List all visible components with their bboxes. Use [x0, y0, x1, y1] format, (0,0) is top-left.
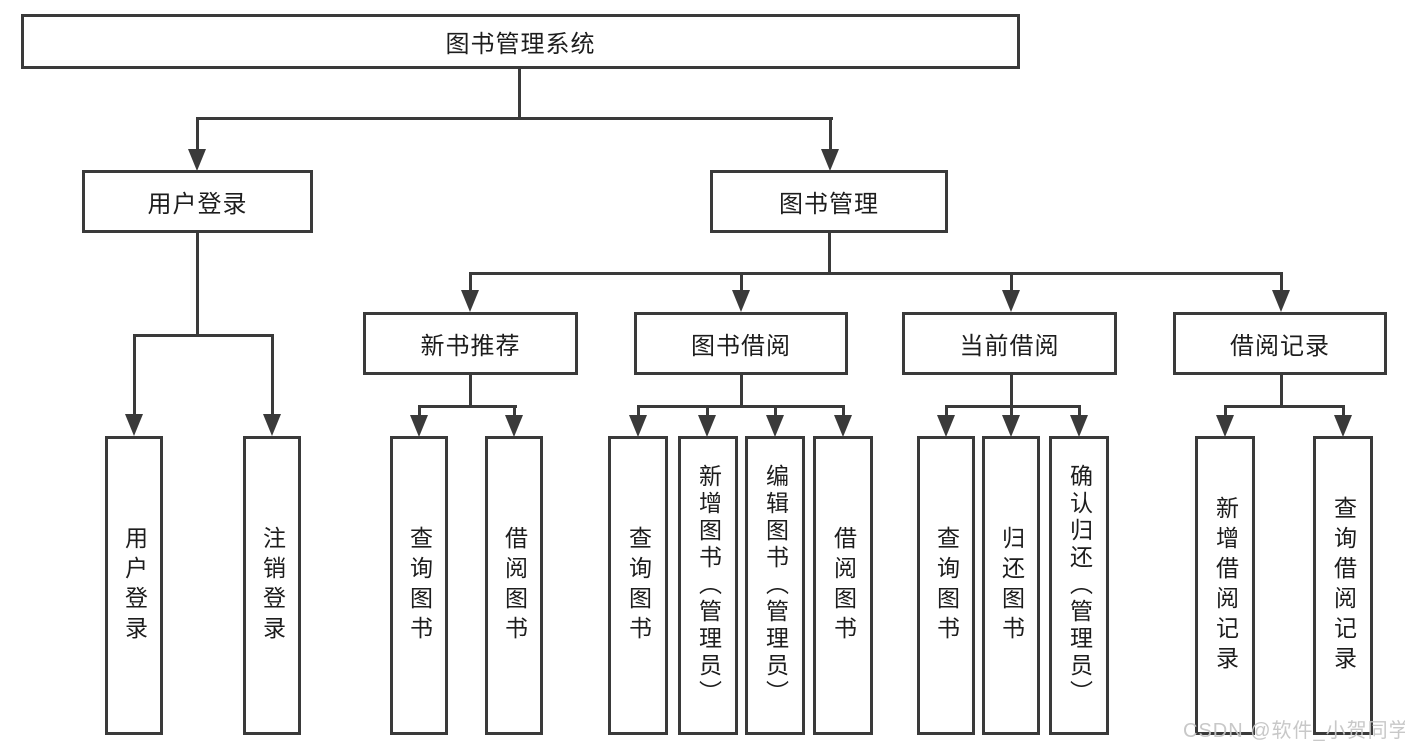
connector-line: [637, 405, 845, 408]
node-label: 借阅记录: [1230, 333, 1330, 360]
node-label: 新书推荐: [420, 333, 521, 360]
connector-line: [1280, 375, 1283, 407]
node-logout: 注销登录: [243, 436, 301, 735]
connector-line: [706, 405, 709, 417]
node-label: 图书管理系统: [445, 31, 596, 58]
connector-line: [418, 405, 421, 417]
arrow-down-icon: [1070, 415, 1088, 437]
node-edit-books-admin: 编辑图书（管理员）: [745, 436, 805, 735]
node-new-book-recommendation: 新书推荐: [363, 312, 578, 375]
node-label: 借阅图书: [830, 525, 857, 646]
node-label: 新增借阅记录: [1212, 495, 1239, 676]
connector-line: [418, 405, 517, 408]
connector-line: [945, 405, 948, 417]
arrow-down-icon: [188, 149, 206, 171]
arrow-down-icon: [1272, 290, 1290, 312]
connector-line: [774, 405, 777, 417]
node-return-books: 归还图书: [982, 436, 1040, 735]
arrow-down-icon: [698, 415, 716, 437]
node-add-books-admin: 新增图书（管理员）: [678, 436, 738, 735]
connector-line: [829, 117, 832, 151]
arrow-down-icon: [410, 415, 428, 437]
connector-line: [740, 375, 743, 407]
arrow-down-icon: [1002, 290, 1020, 312]
connector-line: [518, 67, 521, 118]
arrow-down-icon: [937, 415, 955, 437]
node-label: 借阅图书: [501, 525, 528, 646]
node-label: 归还图书: [998, 525, 1025, 646]
node-query-books-recommend: 查询图书: [390, 436, 448, 735]
arrow-down-icon: [461, 290, 479, 312]
connector-line: [133, 334, 136, 416]
connector-line: [196, 117, 199, 151]
arrow-down-icon: [821, 149, 839, 171]
connector-line: [945, 405, 1081, 408]
node-book-management: 图书管理: [710, 170, 948, 233]
node-borrow-books-recommend: 借阅图书: [485, 436, 543, 735]
arrow-down-icon: [1002, 415, 1020, 437]
node-label: 新增图书（管理员）: [695, 464, 722, 707]
connector-line: [271, 334, 274, 416]
node-borrow-books: 借阅图书: [813, 436, 873, 735]
connector-line: [196, 117, 833, 120]
connector-line: [740, 272, 743, 292]
csdn-watermark: CSDN @软件_小贺同学: [1183, 720, 1405, 742]
node-label: 查询图书: [933, 525, 960, 646]
connector-line: [1010, 405, 1013, 417]
node-current-borrowing: 当前借阅: [902, 312, 1117, 375]
node-borrowing-records: 借阅记录: [1173, 312, 1387, 375]
connector-line: [469, 375, 472, 407]
node-label: 查询借阅记录: [1330, 495, 1357, 676]
arrow-down-icon: [629, 415, 647, 437]
connector-line: [1342, 405, 1345, 417]
node-label: 查询图书: [625, 525, 652, 646]
connector-line: [828, 233, 831, 274]
connector-line: [1010, 272, 1013, 292]
connector-line: [469, 272, 472, 292]
arrow-down-icon: [732, 290, 750, 312]
connector-line: [196, 233, 199, 336]
node-label: 当前借阅: [959, 333, 1060, 360]
arrow-down-icon: [125, 414, 143, 436]
connector-line: [513, 405, 516, 417]
connector-line: [133, 334, 274, 337]
connector-line: [1078, 405, 1081, 417]
node-label: 用户登录: [121, 525, 148, 646]
node-label: 图书借阅: [691, 333, 791, 360]
node-label: 用户登录: [147, 191, 248, 218]
node-label: 图书管理: [779, 191, 879, 218]
arrow-down-icon: [1334, 415, 1352, 437]
connector-line: [1224, 405, 1227, 417]
node-label: 注销登录: [259, 525, 286, 646]
arrow-down-icon: [766, 415, 784, 437]
connector-line: [469, 272, 1283, 275]
node-query-books-borrow: 查询图书: [608, 436, 668, 735]
arrow-down-icon: [505, 415, 523, 437]
node-label: 查询图书: [406, 525, 433, 646]
connector-line: [842, 405, 845, 417]
connector-line: [1010, 375, 1013, 407]
node-book-borrowing: 图书借阅: [634, 312, 848, 375]
connector-line: [1224, 405, 1345, 408]
connector-line: [637, 405, 640, 417]
arrow-down-icon: [1216, 415, 1234, 437]
connector-line: [1280, 272, 1283, 292]
node-user-login-leaf: 用户登录: [105, 436, 163, 735]
arrow-down-icon: [834, 415, 852, 437]
node-library-management-system: 图书管理系统: [21, 14, 1020, 69]
node-confirm-return-admin: 确认归还（管理员）: [1049, 436, 1109, 735]
node-add-borrow-record: 新增借阅记录: [1195, 436, 1255, 735]
arrow-down-icon: [263, 414, 281, 436]
node-label: 编辑图书（管理员）: [762, 464, 789, 707]
node-label: 确认归还（管理员）: [1066, 464, 1093, 707]
node-user-login: 用户登录: [82, 170, 313, 233]
node-query-books-current: 查询图书: [917, 436, 975, 735]
node-query-borrow-record: 查询借阅记录: [1313, 436, 1373, 735]
